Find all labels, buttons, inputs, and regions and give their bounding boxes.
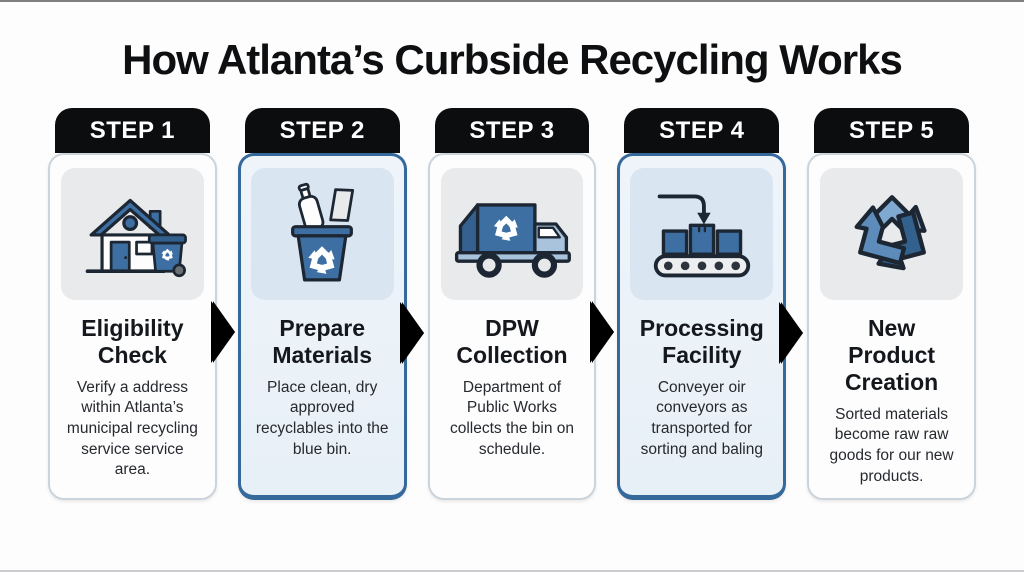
chevron-right-icon — [779, 302, 804, 364]
step-5-icon-tile — [820, 168, 963, 300]
step-3-icon-tile — [440, 168, 584, 300]
step-2-body: Prepare Materials Place clean, dry appro… — [237, 153, 424, 500]
step-4-body: Processing Facility Conveyer oir conveyo… — [617, 153, 804, 500]
recycling-truck-icon — [454, 202, 571, 278]
step-4-icon-tile — [630, 168, 774, 300]
recycling-bin-with-items-icon — [291, 182, 355, 282]
step-card-3: STEP 3 — [427, 108, 615, 500]
chevron-right-icon — [590, 301, 615, 363]
step-2-icon-tile — [250, 168, 394, 300]
step-card-4: STEP 4 — [617, 108, 804, 500]
step-card-2: STEP 2 — [237, 108, 424, 500]
conveyor-belt-icon — [653, 194, 750, 278]
step-4-title: Processing Facility — [639, 315, 764, 368]
step-5-body: New Product Creation Sorted materials be… — [807, 153, 976, 500]
step-card-1: STEP 1 — [48, 108, 235, 500]
step-3-description: Department of Public Works collects the … — [449, 378, 575, 458]
step-card-5: STEP 5 New Product Creation Sorted mater… — [807, 108, 976, 500]
step-1-body: Eligibility Check Verify a address withi… — [48, 153, 235, 500]
step-3-title: DPW Collection — [456, 315, 568, 368]
chevron-right-icon — [210, 301, 235, 363]
step-3-body: DPW Collection Department of Public Work… — [427, 153, 615, 500]
steps-row: STEP 1 — [0, 108, 1024, 500]
step-1-header: STEP 1 — [55, 108, 210, 153]
step-5-description: Sorted materials become raw raw goods fo… — [829, 405, 954, 485]
step-2-header: STEP 2 — [244, 108, 400, 153]
page-title: How Atlanta’s Curbside Recycling Works — [122, 36, 903, 83]
step-5-header: STEP 5 — [814, 108, 969, 153]
step-1-description: Verify a address within Atlanta’s munici… — [66, 378, 198, 479]
step-1-title: Eligibility Check — [81, 315, 184, 368]
step-4-header: STEP 4 — [624, 108, 780, 153]
chevron-right-icon — [399, 302, 424, 364]
step-5-title: New Product Creation — [844, 315, 939, 395]
house-with-recycling-bin-icon — [86, 198, 188, 278]
recycling-arrows-icon — [838, 180, 946, 288]
step-1-icon-tile — [61, 168, 204, 300]
step-4-description: Conveyer oir conveyors as transported fo… — [640, 378, 763, 458]
step-2-title: Prepare Materials — [272, 315, 373, 368]
step-2-description: Place clean, dry approved recyclables in… — [255, 378, 389, 458]
step-3-header: STEP 3 — [434, 108, 590, 153]
